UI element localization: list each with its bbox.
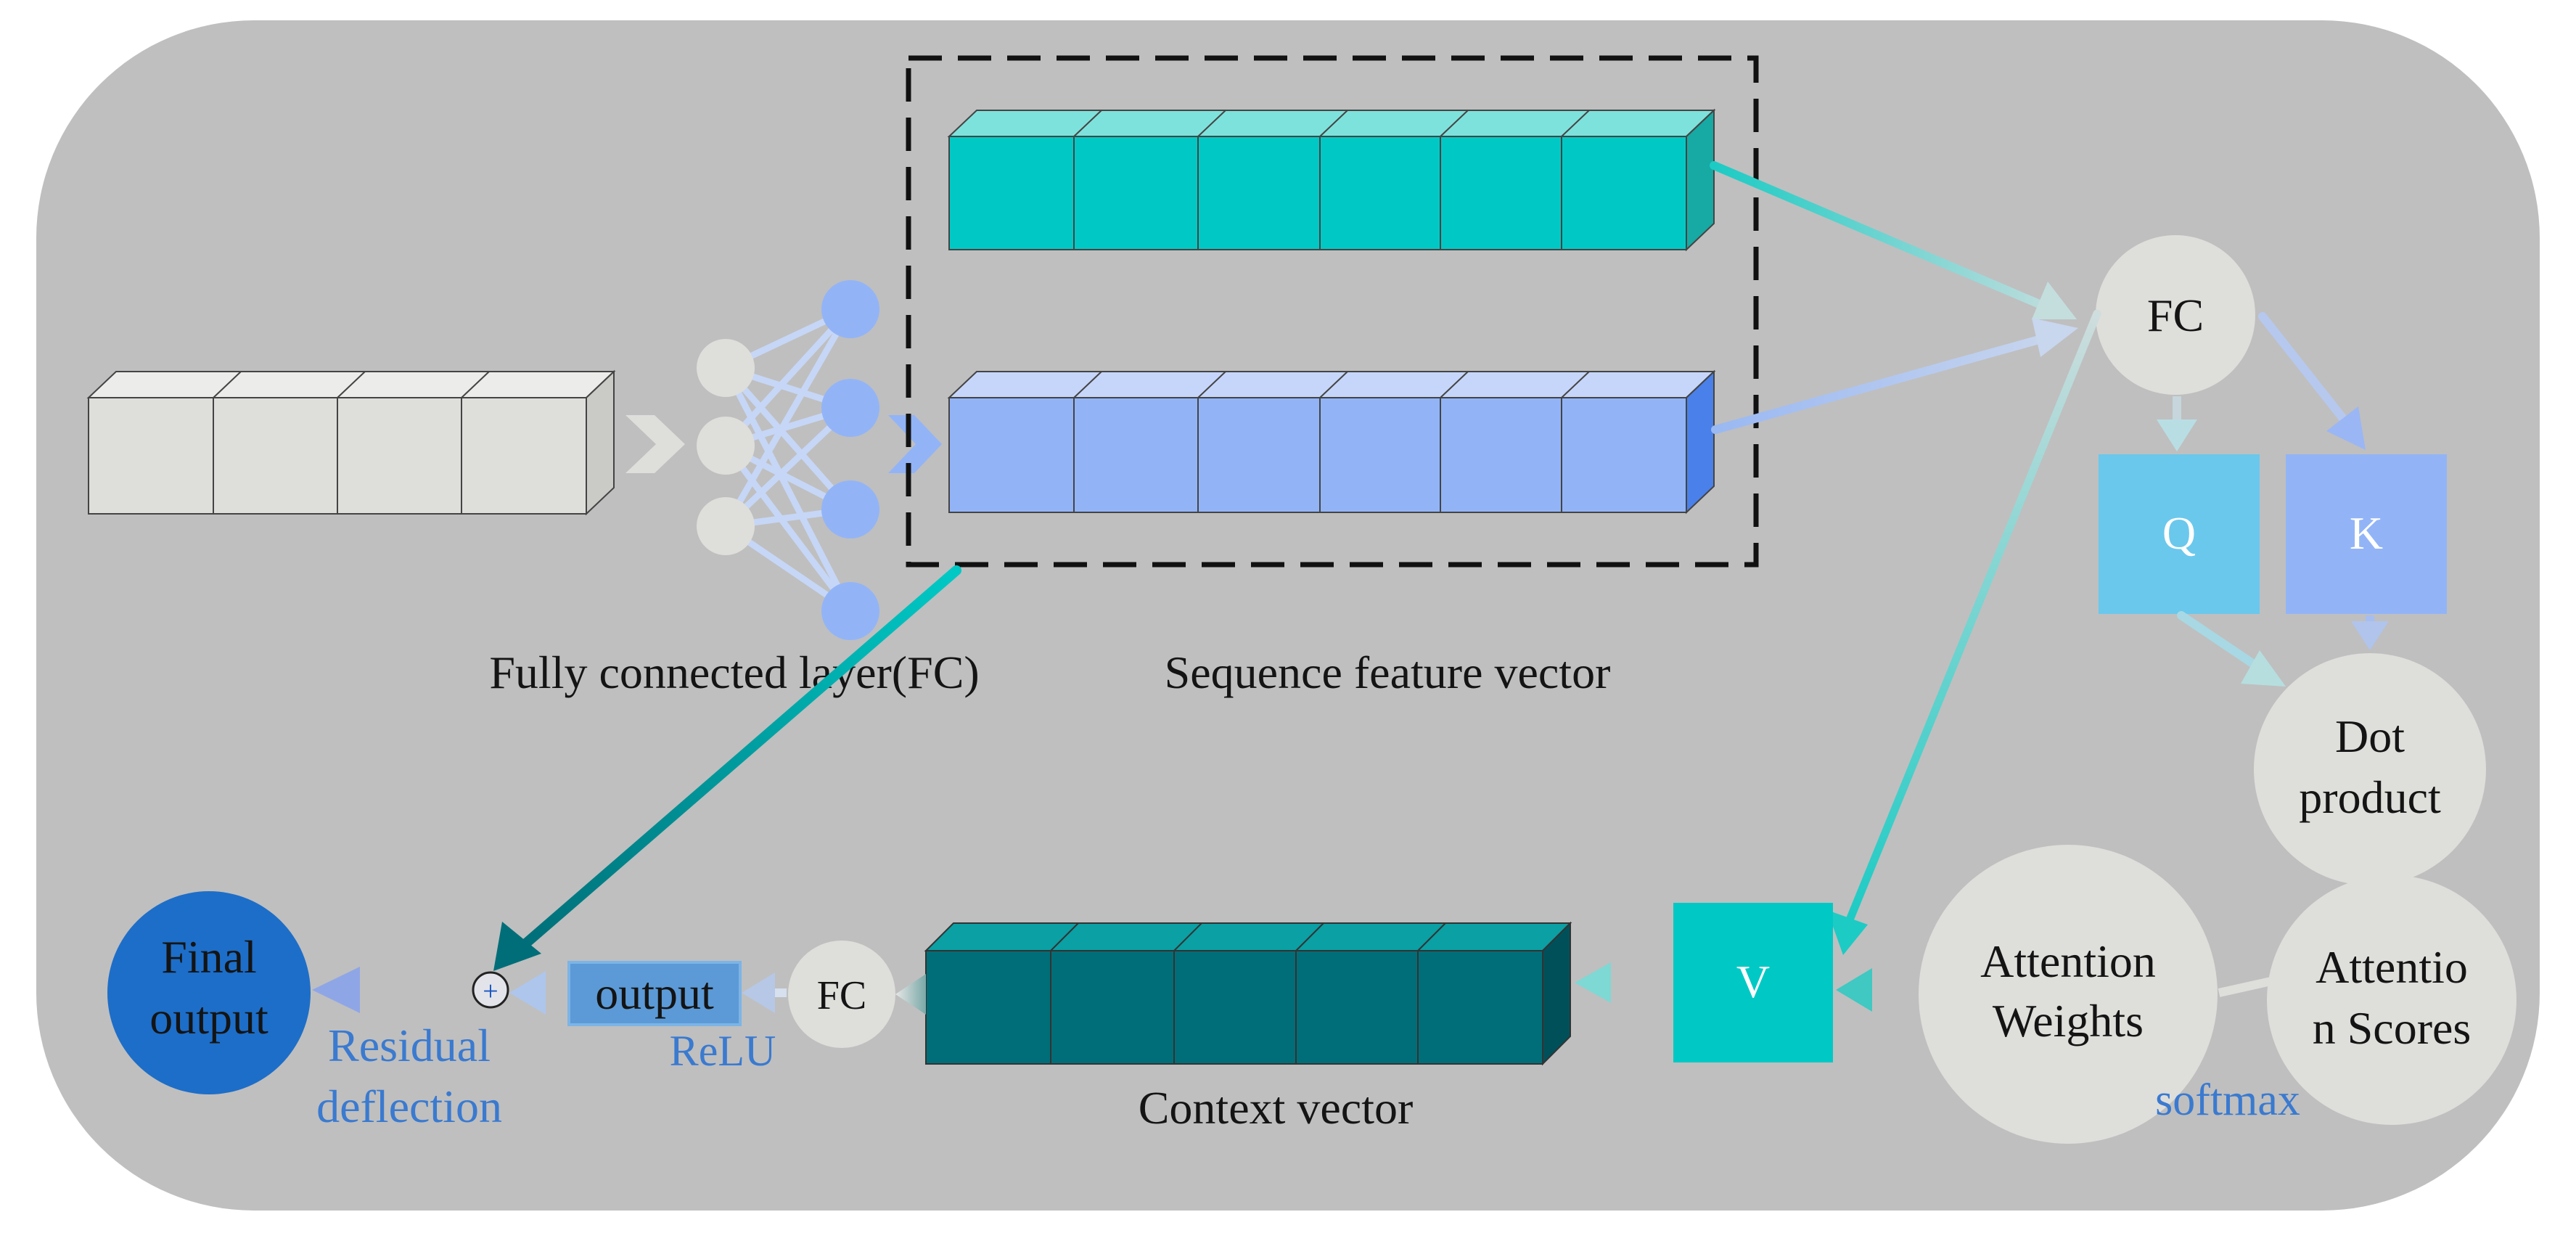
attention-scores-label-line1: Attentio [2315, 941, 2468, 993]
scores-to-weights-connector [2218, 977, 2273, 997]
skip-connection-arrow [493, 565, 961, 971]
fc-node-top-label: FC [2147, 290, 2204, 341]
output-to-plus-arrow [509, 971, 569, 1015]
k-box [2286, 454, 2447, 614]
dot-product-node [2254, 653, 2486, 885]
attention-weights-label-line1: Attention [1980, 935, 2156, 987]
fc-input-node [697, 417, 755, 475]
residual-deflection-label-line1: Residual [328, 1020, 491, 1071]
k-box-label: K [2350, 507, 2383, 559]
weights-to-v-arrow [1836, 968, 1917, 1012]
blue-feature-vector [947, 369, 1716, 515]
fc-layer-label: Fully connected layer(FC) [489, 647, 979, 698]
attention-weights-label-line2: Weights [1993, 995, 2144, 1047]
fc-node-bottom [788, 941, 895, 1048]
v-box-label: V [1736, 956, 1770, 1007]
fc-node-bottom-label: FC [817, 973, 867, 1018]
fc-to-k-arrow [2258, 312, 2366, 450]
residual-arrow [312, 967, 473, 1013]
context-vector [924, 921, 1572, 1066]
fc-input-node [697, 497, 755, 555]
output-box [567, 961, 742, 1026]
chevron-arrow-icon [888, 415, 942, 473]
final-output-node [107, 891, 311, 1094]
chevron-arrow-icon [625, 415, 685, 473]
attention-weights-node [1919, 845, 2218, 1144]
fc-to-v-arrow [1827, 309, 2101, 955]
output-box-label: output [595, 967, 714, 1019]
fc-output-node [821, 280, 879, 338]
input-vector [86, 369, 616, 516]
context-to-fc-arrow [895, 974, 926, 1015]
v-to-context-arrow [1575, 962, 1675, 1003]
final-output-label-line1: Final [161, 931, 257, 983]
q-box [2099, 454, 2260, 614]
fc-output-node [821, 582, 879, 640]
fc-to-q-arrow [2157, 396, 2197, 451]
v-box [1673, 903, 1833, 1062]
sequence-feature-dashed-frame [906, 55, 1759, 568]
residual-deflection-label-line2: deflection [316, 1081, 502, 1132]
plus-icon: + [483, 976, 498, 1007]
q-to-dot-arrow [2177, 611, 2286, 687]
panel-background [36, 20, 2540, 1211]
relu-label: ReLU [670, 1027, 776, 1075]
context-vector-label: Context vector [1139, 1082, 1414, 1134]
attention-scores-label-line2: n Scores [2313, 1002, 2472, 1054]
teal-feature-vector [947, 108, 1716, 252]
final-output-label-line2: output [149, 992, 268, 1044]
fc-output-node [821, 480, 879, 538]
teal-to-fc-arrow [1710, 161, 2077, 319]
sequence-feature-vector-label: Sequence feature vector [1165, 647, 1611, 698]
fc-to-output-arrow [742, 972, 787, 1013]
k-to-dot-arrow [2351, 615, 2389, 650]
blue-to-fc-arrow [1711, 318, 2078, 434]
q-box-label: Q [2162, 507, 2196, 559]
dot-product-label-line1: Dot [2335, 710, 2405, 762]
fc-node-top [2096, 235, 2255, 395]
fc-input-node [697, 339, 755, 397]
softmax-label: softmax [2155, 1076, 2300, 1125]
attention-scores-node [2267, 875, 2516, 1125]
fc-output-node [821, 379, 879, 437]
dot-product-label-line2: product [2299, 771, 2441, 823]
